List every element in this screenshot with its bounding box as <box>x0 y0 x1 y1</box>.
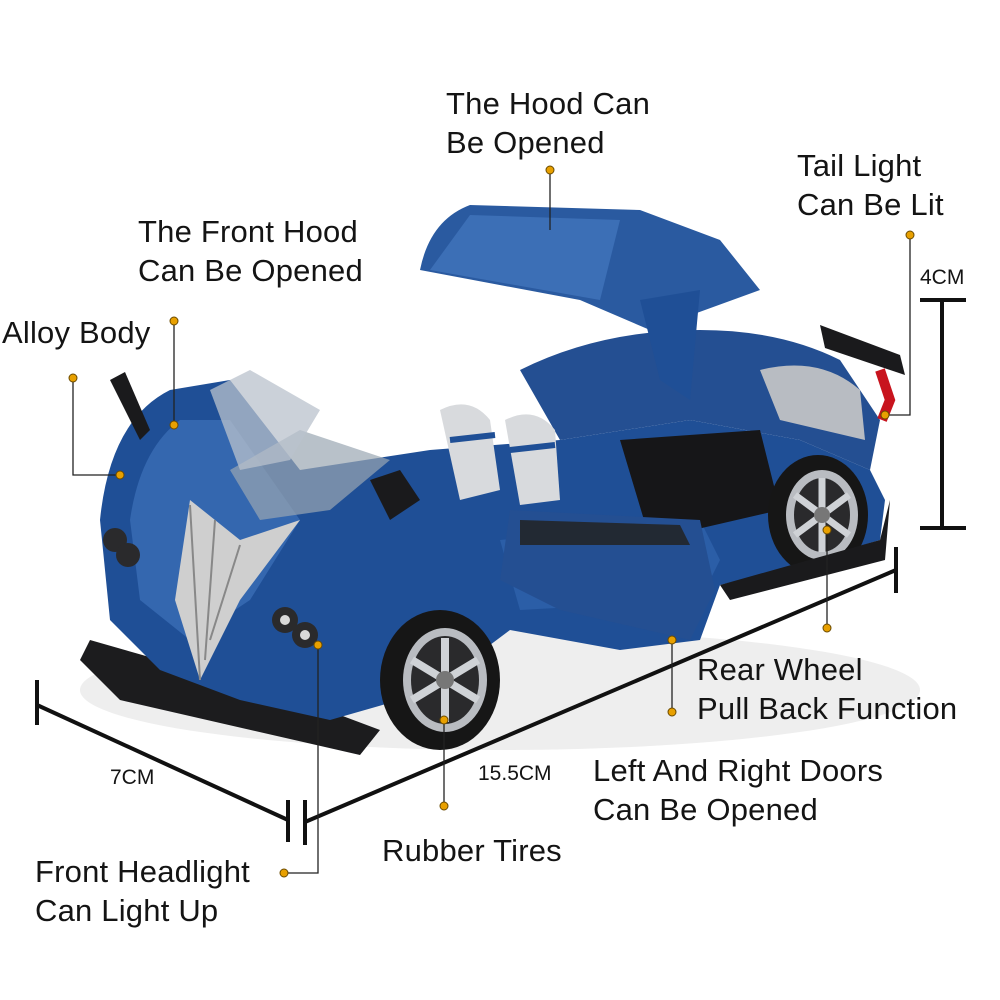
seat-left <box>440 404 500 500</box>
rear-grille <box>760 365 865 440</box>
callout-rear-wheel-line2: Pull Back Function <box>697 691 958 726</box>
callout-headlight-line2: Can Light Up <box>35 893 219 928</box>
headlights <box>103 528 318 648</box>
callout-rear-wheel: Rear Wheel Pull Back Function <box>697 650 957 728</box>
dot-hood <box>545 165 555 175</box>
opened-hood-highlight <box>430 215 620 300</box>
front-wheel <box>380 610 500 750</box>
seat-stripes <box>449 432 556 453</box>
rear-wheel <box>768 455 868 575</box>
length-line <box>304 568 897 824</box>
dot-rear-wheel <box>822 623 832 633</box>
dimension-length: 15.5CM <box>478 762 552 785</box>
callout-tail-light-line2: Can Be Lit <box>797 187 944 222</box>
dimension-width: 7CM <box>110 766 155 789</box>
engine-bay <box>620 430 780 540</box>
callout-hood-line2: Be Opened <box>446 125 605 160</box>
callout-alloy-body: Alloy Body <box>2 315 151 350</box>
dot-tail-light-end <box>880 410 890 420</box>
callout-doors-line1: Left And Right Doors <box>593 753 884 788</box>
dot-front-hood-end <box>169 420 179 430</box>
callout-doors-line2: Can Be Opened <box>593 792 818 827</box>
dot-rear-wheel-top <box>822 525 832 535</box>
front-hood-glass <box>210 370 320 470</box>
dot-doors-top <box>667 635 677 645</box>
dot-alloy-body-end <box>115 470 125 480</box>
dot-headlight <box>279 868 289 878</box>
dot-headlight-top <box>313 640 323 650</box>
callout-hood: The Hood Can Be Opened <box>446 84 650 162</box>
callout-leaders <box>72 170 911 874</box>
dimension-height: 4CM <box>920 266 965 289</box>
callout-front-hood: The Front Hood Can Be Opened <box>138 212 363 290</box>
dot-tail-light <box>905 230 915 240</box>
seat-right <box>505 414 560 505</box>
callout-tires: Rubber Tires <box>382 833 562 868</box>
rear-wing <box>820 325 905 375</box>
callout-headlight: Front Headlight Can Light Up <box>35 852 250 930</box>
callout-tail-light-line1: Tail Light <box>797 148 922 183</box>
dot-front-hood <box>169 316 179 326</box>
callout-front-hood-line1: The Front Hood <box>138 214 358 249</box>
callout-front-hood-line2: Can Be Opened <box>138 253 363 288</box>
callout-rear-wheel-line1: Rear Wheel <box>697 652 863 687</box>
dimension-lines <box>35 298 966 845</box>
width-line <box>36 703 289 822</box>
dot-tires-top <box>439 715 449 725</box>
dot-alloy-body <box>68 373 78 383</box>
callout-dots <box>68 165 915 878</box>
dot-tires <box>439 801 449 811</box>
left-mirror <box>110 372 150 440</box>
door-trim <box>520 520 690 545</box>
callout-doors: Left And Right Doors Can Be Opened <box>593 751 883 829</box>
callout-hood-line1: The Hood Can <box>446 86 651 121</box>
front-splitter <box>80 640 380 755</box>
dot-doors <box>667 707 677 717</box>
chevron-lines <box>189 504 241 681</box>
hood-strut <box>640 290 700 400</box>
callout-tail-light: Tail Light Can Be Lit <box>797 146 944 224</box>
rear-diffuser <box>720 500 890 600</box>
right-mirror <box>370 470 420 520</box>
rear-body <box>520 330 880 470</box>
callout-headlight-line1: Front Headlight <box>35 854 250 889</box>
